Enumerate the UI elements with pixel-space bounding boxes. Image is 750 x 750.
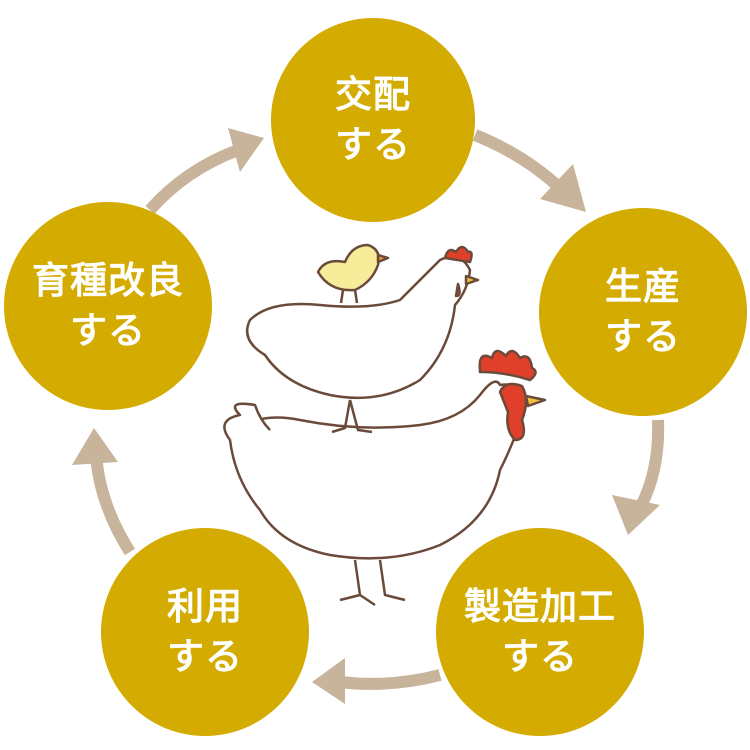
arrowhead-4 xyxy=(72,428,118,465)
node-circle-mating xyxy=(271,18,475,222)
node-circle-use xyxy=(101,528,309,736)
node-label-line1: 利用 xyxy=(167,585,243,629)
hen-icon xyxy=(245,245,480,434)
node-label-line1: 育種改良 xyxy=(32,259,184,303)
chickens-illustration xyxy=(223,243,547,607)
node-label-line2: する xyxy=(502,635,578,678)
node-production: 生産 する xyxy=(543,212,743,412)
node-circle-breeding xyxy=(4,202,212,410)
node-use: 利用 する xyxy=(105,532,305,732)
arrow-heads xyxy=(72,128,660,704)
node-label-line2: する xyxy=(605,315,681,358)
node-label-line2: する xyxy=(167,635,243,678)
chick-icon xyxy=(316,243,390,304)
arrowhead-1 xyxy=(540,164,586,212)
cycle-arrows xyxy=(90,129,665,690)
arrow-use-to-breeding xyxy=(90,454,136,556)
arrowhead-2 xyxy=(612,495,660,535)
node-breeding: 育種改良 する xyxy=(8,206,208,406)
node-label-line2: する xyxy=(70,309,146,352)
arrow-production-to-processing xyxy=(634,419,665,511)
node-circles xyxy=(4,18,747,736)
node-circle-production xyxy=(539,208,747,416)
arrowhead-5 xyxy=(228,128,264,172)
arrow-processing-to-use xyxy=(339,669,442,690)
node-mating: 交配 する xyxy=(273,20,473,220)
arrow-mating-to-production xyxy=(472,129,567,195)
node-label-line1: 製造加工 xyxy=(464,585,616,629)
node-circle-processing xyxy=(436,528,644,736)
node-label-line1: 交配 xyxy=(335,73,411,117)
node-label-line2: する xyxy=(335,123,411,166)
arrowhead-3 xyxy=(312,658,345,704)
rooster-icon xyxy=(223,349,547,607)
arrow-breeding-to-top xyxy=(145,144,241,214)
node-label-line1: 生産 xyxy=(605,265,681,309)
node-processing: 製造加工 する xyxy=(440,532,640,732)
